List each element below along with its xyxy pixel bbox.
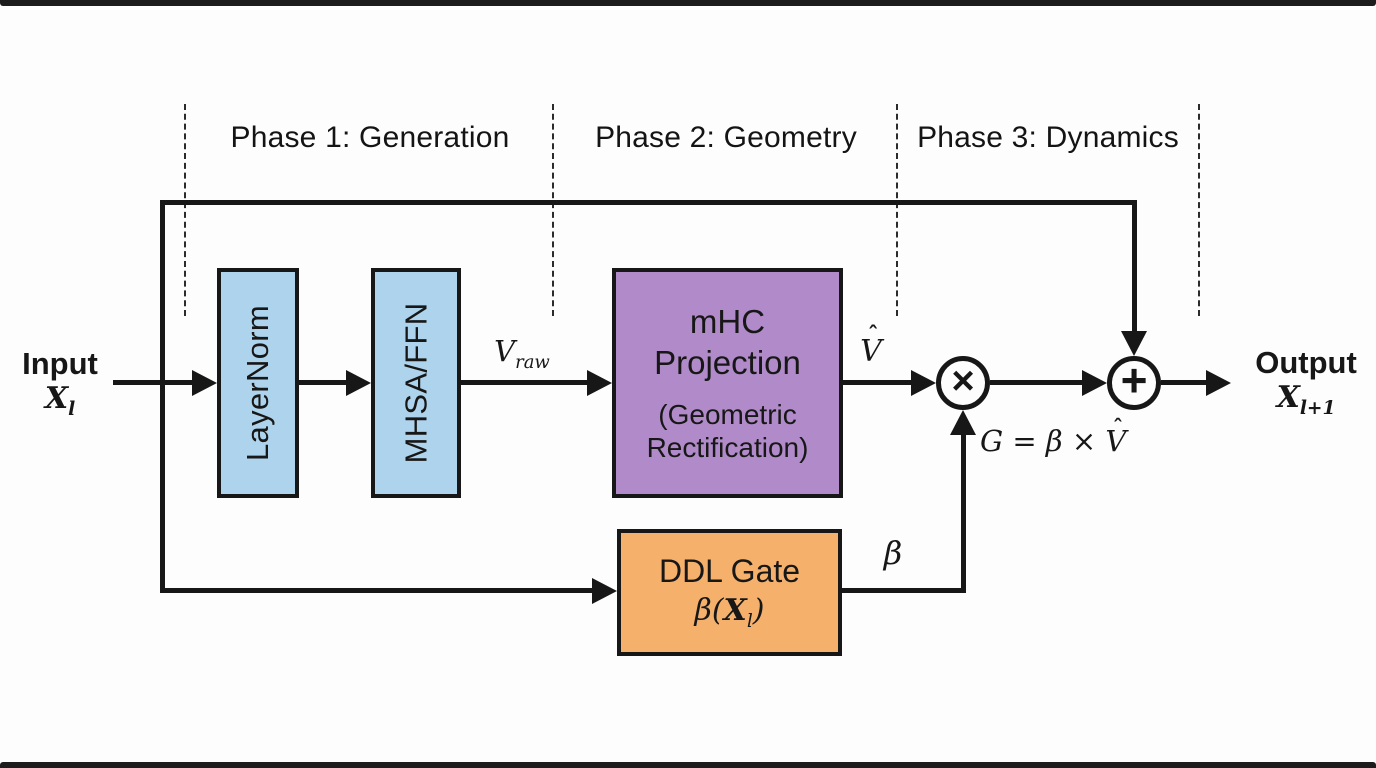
scan-artifact-top — [0, 0, 1376, 6]
gate-into-multiply-arrowhead — [950, 410, 976, 435]
ddl-gate-block: DDL Gate β(Xl) — [617, 529, 842, 656]
phase-3-label: Phase 3: Dynamics — [917, 121, 1179, 154]
output-arrowhead — [1206, 370, 1231, 396]
mhc-projection-block: mHC Projection (Geometric Rectification) — [612, 268, 843, 498]
layernorm-to-mhsa-arrowhead — [346, 370, 371, 396]
layernorm-to-mhsa-line — [299, 380, 349, 385]
gate-up-line — [961, 432, 966, 593]
skip-into-add-arrowhead — [1121, 331, 1147, 356]
layernorm-block: LayerNorm — [217, 268, 299, 498]
mhc-title: mHC Projection — [654, 303, 801, 382]
mhc-to-multiply-line — [843, 380, 913, 385]
skip-connection-down-line — [1132, 200, 1137, 334]
mhc-to-multiply-arrowhead — [911, 370, 936, 396]
output-label: Output Xl+1 — [1236, 345, 1376, 420]
mhsa-ffn-label: MHSA/FFN — [398, 302, 433, 464]
ddl-output-line — [842, 588, 966, 593]
input-label: Input Xl — [4, 346, 116, 421]
phase-divider-1 — [184, 104, 186, 316]
plus-icon: + — [1120, 354, 1148, 406]
input-title: Input — [22, 346, 98, 381]
multiply-to-add-arrowhead — [1082, 370, 1107, 396]
phase-divider-4 — [1198, 104, 1200, 316]
ddl-gate-title: DDL Gate — [658, 552, 801, 589]
multiply-to-add-line — [990, 380, 1084, 385]
input-symbol: Xl — [44, 381, 76, 421]
mhc-subtitle: (Geometric Rectification) — [646, 398, 809, 464]
ddl-input-arrowhead — [592, 578, 617, 604]
mhsa-to-mhc-arrowhead — [587, 370, 612, 396]
beta-label: β — [883, 534, 903, 572]
phase-divider-2 — [552, 104, 554, 316]
input-branch-vertical-line — [160, 200, 165, 593]
add-to-output-line — [1161, 380, 1208, 385]
multiply-operator: × — [936, 356, 990, 410]
scan-artifact-bottom — [0, 762, 1376, 768]
input-line — [113, 380, 195, 385]
mhsa-to-mhc-line — [461, 380, 590, 385]
phase-1-label: Phase 1: Generation — [230, 121, 510, 154]
branch-to-ddl-line — [160, 588, 595, 593]
add-operator: + — [1107, 356, 1161, 410]
output-symbol: Xl+1 — [1276, 380, 1336, 420]
phase-divider-3 — [896, 104, 898, 316]
skip-connection-top-line — [160, 200, 1137, 205]
ddl-gate-formula: β(Xl) — [694, 593, 765, 633]
v-raw-label: Vraw — [494, 334, 550, 373]
mhsa-ffn-block: MHSA/FFN — [371, 268, 461, 498]
multiply-icon: × — [951, 359, 975, 403]
output-title: Output — [1255, 345, 1357, 380]
phase-2-label: Phase 2: Geometry — [595, 121, 857, 154]
input-arrowhead — [192, 370, 217, 396]
layernorm-label: LayerNorm — [240, 304, 275, 462]
